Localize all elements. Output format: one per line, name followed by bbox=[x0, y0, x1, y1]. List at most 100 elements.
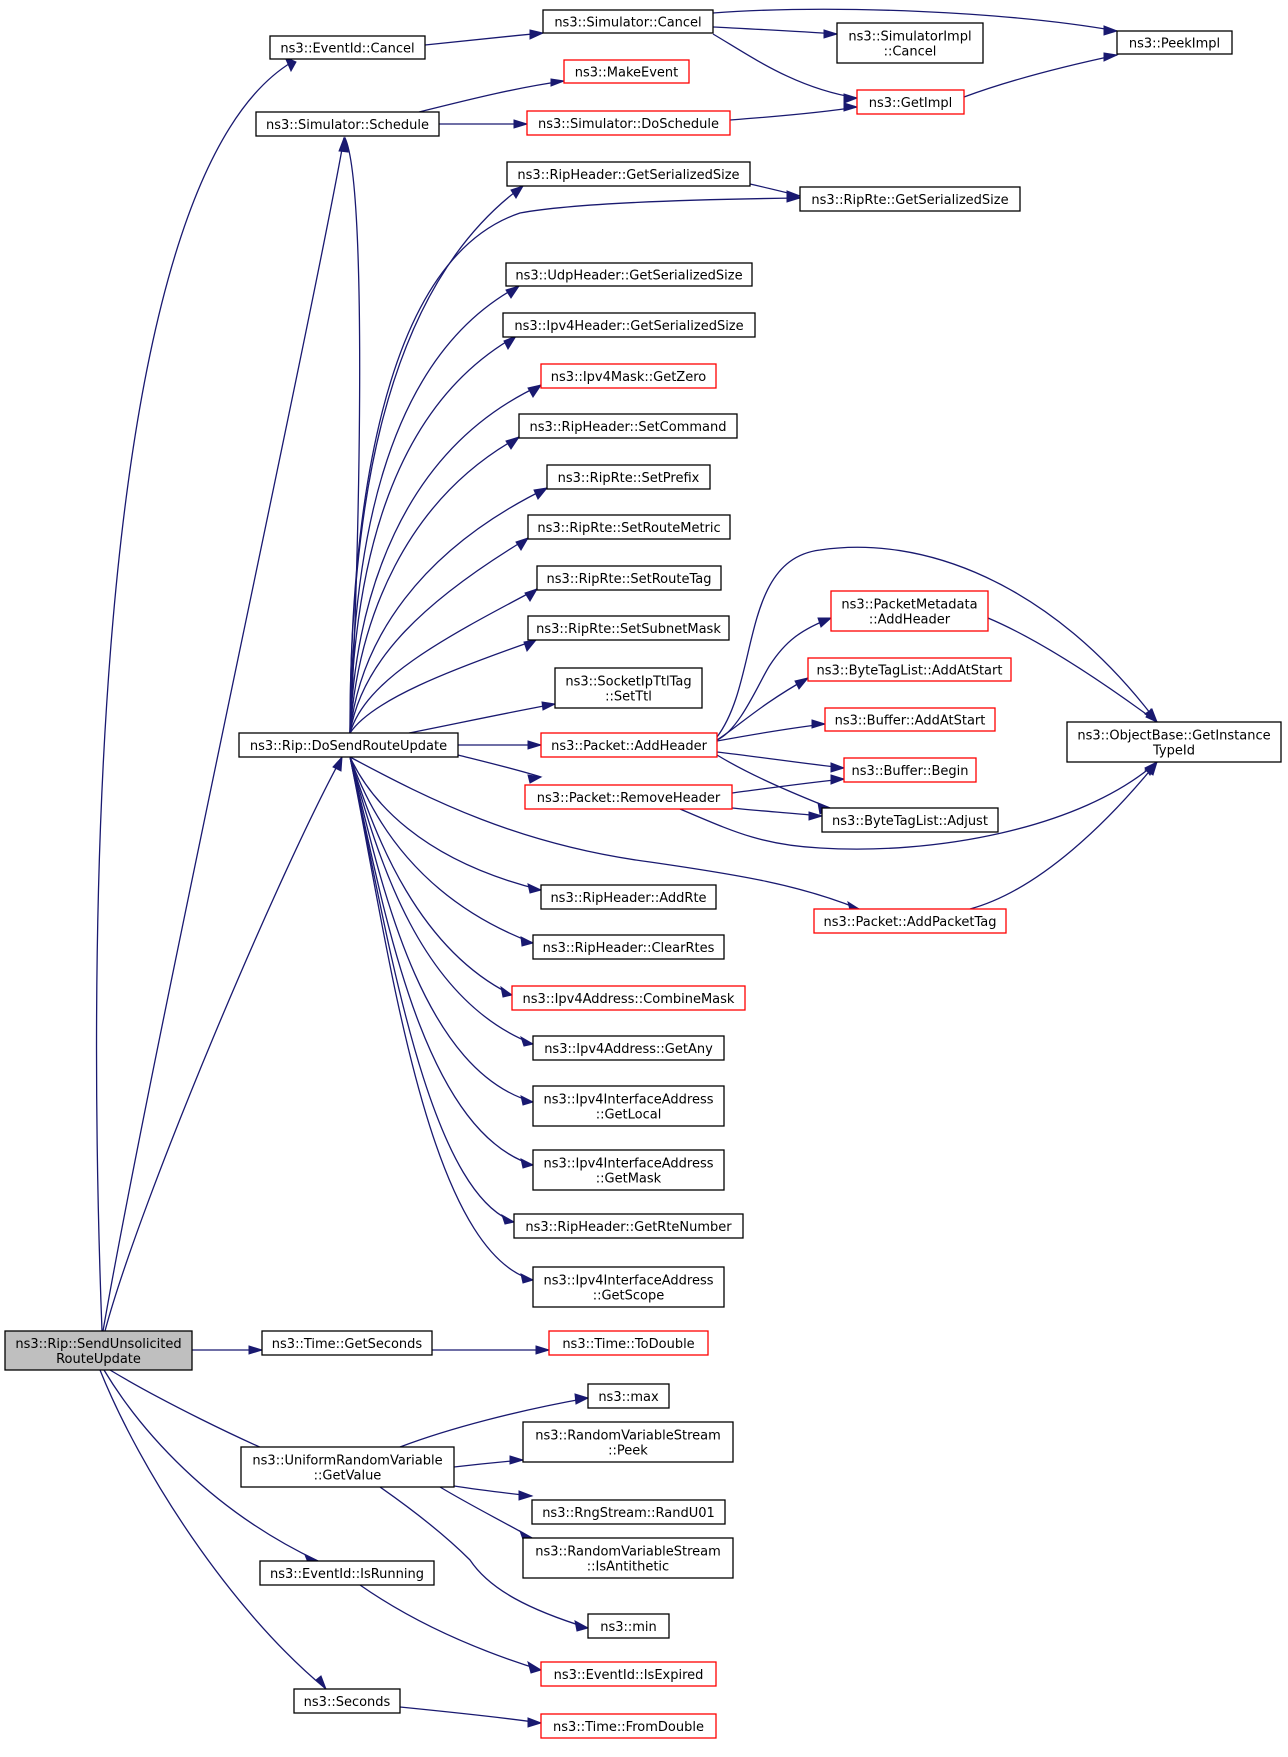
node-addrte[interactable]: ns3::RipHeader::AddRte bbox=[540, 884, 717, 910]
node-peekimpl[interactable]: ns3::PeekImpl bbox=[1116, 30, 1233, 55]
node-box bbox=[813, 908, 1007, 934]
node-getimpl[interactable]: ns3::GetImpl bbox=[856, 89, 965, 115]
edge-root-to-getseconds bbox=[191, 1345, 264, 1355]
node-setroutemetric[interactable]: ns3::RipRte::SetRouteMetric bbox=[527, 514, 731, 540]
node-box bbox=[502, 312, 756, 338]
edge-line bbox=[712, 26, 838, 35]
node-label: ns3::RngStream::RandU01 bbox=[542, 1506, 715, 1521]
node-pktremove[interactable]: ns3::Packet::RemoveHeader bbox=[524, 784, 733, 810]
edge-pktremove-to-bufbegin bbox=[731, 774, 846, 794]
node-box bbox=[843, 757, 977, 783]
node-getlocal[interactable]: ns3::Ipv4InterfaceAddress::GetLocal bbox=[532, 1085, 725, 1127]
node-label: ns3::Rip::DoSendRouteUpdate bbox=[250, 739, 447, 754]
edge-dosend-to-pktaddheader bbox=[458, 740, 543, 750]
node-getscope[interactable]: ns3::Ipv4InterfaceAddress::GetScope bbox=[532, 1266, 725, 1308]
edge-dosend-to-setcommand bbox=[349, 436, 521, 734]
node-label: ns3::UniformRandomVariable bbox=[252, 1454, 442, 1469]
arrowhead bbox=[529, 29, 545, 40]
node-label: ns3::RipRte::SetPrefix bbox=[558, 471, 700, 486]
arrowhead bbox=[520, 1035, 535, 1047]
node-simcancel[interactable]: ns3::Simulator::Cancel bbox=[542, 9, 714, 34]
node-box bbox=[807, 657, 1012, 682]
node-label: ns3::min bbox=[600, 1620, 657, 1635]
node-pmaddheader[interactable]: ns3::PacketMetadata::AddHeader bbox=[830, 590, 989, 632]
node-bufbegin[interactable]: ns3::Buffer::Begin bbox=[843, 757, 977, 783]
node-pktaddtag[interactable]: ns3::Packet::AddPacketTag bbox=[813, 908, 1007, 934]
arrowhead bbox=[501, 1213, 516, 1225]
node-evcancel[interactable]: ns3::EventId::Cancel bbox=[269, 35, 426, 60]
node-dosched[interactable]: ns3::Simulator::DoSchedule bbox=[526, 110, 731, 136]
node-rtegetsize[interactable]: ns3::RipRte::GetSerializedSize bbox=[799, 186, 1021, 212]
node-fromdouble[interactable]: ns3::Time::FromDouble bbox=[540, 1713, 717, 1739]
node-simimplcancel[interactable]: ns3::SimulatorImpl::Cancel bbox=[836, 22, 984, 64]
node-isexpired[interactable]: ns3::EventId::IsExpired bbox=[540, 1661, 717, 1687]
edge-line bbox=[716, 754, 831, 809]
node-label: ns3::Rip::SendUnsolicited bbox=[15, 1337, 181, 1352]
node-urvgetvalue[interactable]: ns3::UniformRandomVariable::GetValue bbox=[240, 1446, 455, 1488]
node-rvspeek[interactable]: ns3::RandomVariableStream::Peek bbox=[522, 1421, 734, 1463]
node-combinemask[interactable]: ns3::Ipv4Address::CombineMask bbox=[511, 985, 746, 1011]
node-simschedule[interactable]: ns3::Simulator::Schedule bbox=[255, 111, 440, 137]
node-label: ns3::ByteTagList::Adjust bbox=[832, 814, 988, 829]
edge-line bbox=[349, 384, 542, 734]
node-getany[interactable]: ns3::Ipv4Address::GetAny bbox=[532, 1035, 725, 1061]
node-randu01[interactable]: ns3::RngStream::RandU01 bbox=[531, 1499, 726, 1525]
edge-line bbox=[349, 185, 524, 734]
edge-root-to-evcancel bbox=[95, 56, 297, 1332]
arrowhead bbox=[332, 755, 343, 772]
node-label: ns3::Time::ToDouble bbox=[562, 1337, 694, 1352]
node-label: ns3::RipRte::SetRouteMetric bbox=[537, 521, 720, 536]
node-setsubnet[interactable]: ns3::RipRte::SetSubnetMask bbox=[527, 615, 730, 641]
node-label: ns3::Packet::AddHeader bbox=[551, 739, 707, 754]
node-label: ::GetValue bbox=[314, 1469, 382, 1484]
node-seconds[interactable]: ns3::Seconds bbox=[293, 1688, 401, 1714]
node-setprefix[interactable]: ns3::RipRte::SetPrefix bbox=[546, 464, 711, 490]
node-getmask[interactable]: ns3::Ipv4InterfaceAddress::GetMask bbox=[532, 1149, 725, 1191]
node-ipv4size[interactable]: ns3::Ipv4Header::GetSerializedSize bbox=[502, 312, 756, 338]
node-label: ns3::RipHeader::SetCommand bbox=[530, 420, 727, 435]
node-label: ns3::GetImpl bbox=[869, 96, 953, 111]
edge-line bbox=[349, 756, 513, 996]
node-udpsize[interactable]: ns3::UdpHeader::GetSerializedSize bbox=[505, 262, 753, 287]
edge-line bbox=[349, 197, 801, 734]
node-btladjust[interactable]: ns3::ByteTagList::Adjust bbox=[821, 807, 999, 833]
node-box bbox=[563, 59, 690, 84]
node-setcommand[interactable]: ns3::RipHeader::SetCommand bbox=[518, 413, 738, 439]
node-label: ns3::Ipv4InterfaceAddress bbox=[543, 1093, 713, 1108]
node-pktaddheader[interactable]: ns3::Packet::AddHeader bbox=[540, 732, 718, 758]
node-makeevent[interactable]: ns3::MakeEvent bbox=[563, 59, 690, 84]
edge-urvgetvalue-to-min bbox=[379, 1486, 590, 1632]
node-clearrtes[interactable]: ns3::RipHeader::ClearRtes bbox=[532, 934, 725, 960]
edge-simschedule-to-dosched bbox=[439, 119, 529, 129]
edge-dosend-to-addrte bbox=[349, 756, 543, 894]
node-getseconds[interactable]: ns3::Time::GetSeconds bbox=[261, 1330, 433, 1356]
node-setroutetag[interactable]: ns3::RipRte::SetRouteTag bbox=[536, 565, 722, 591]
node-isantithetic[interactable]: ns3::RandomVariableStream::IsAntithetic bbox=[522, 1537, 734, 1579]
node-box bbox=[259, 1560, 435, 1586]
node-label: ns3::ObjectBase::GetInstance bbox=[1077, 729, 1270, 744]
edge-line bbox=[349, 756, 534, 1281]
node-todouble[interactable]: ns3::Time::ToDouble bbox=[548, 1330, 709, 1356]
node-box bbox=[522, 1421, 734, 1463]
node-getzero[interactable]: ns3::Ipv4Mask::GetZero bbox=[540, 363, 717, 389]
node-max[interactable]: ns3::max bbox=[587, 1383, 670, 1409]
node-setttl[interactable]: ns3::SocketIpTtlTag::SetTtl bbox=[554, 667, 703, 709]
node-dosend[interactable]: ns3::Rip::DoSendRouteUpdate bbox=[238, 732, 459, 758]
node-min[interactable]: ns3::min bbox=[587, 1613, 670, 1639]
node-label: ns3::Seconds bbox=[304, 1695, 391, 1710]
node-isrunning[interactable]: ns3::EventId::IsRunning bbox=[259, 1560, 435, 1586]
node-box bbox=[240, 1446, 455, 1488]
edge-dosend-to-clearrtes bbox=[349, 756, 535, 947]
node-box bbox=[524, 784, 733, 810]
node-bufaddstart[interactable]: ns3::Buffer::AddAtStart bbox=[824, 707, 996, 732]
edge-dosend-to-setsubnet bbox=[349, 639, 538, 734]
node-box bbox=[261, 1330, 433, 1356]
node-label: ns3::Packet::RemoveHeader bbox=[537, 791, 721, 806]
node-ripgetsize[interactable]: ns3::RipHeader::GetSerializedSize bbox=[506, 161, 751, 187]
node-getrtenum[interactable]: ns3::RipHeader::GetRteNumber bbox=[513, 1213, 744, 1239]
node-btladdstart[interactable]: ns3::ByteTagList::AddAtStart bbox=[807, 657, 1012, 682]
node-box bbox=[532, 1266, 725, 1308]
arrowhead bbox=[1103, 25, 1119, 36]
